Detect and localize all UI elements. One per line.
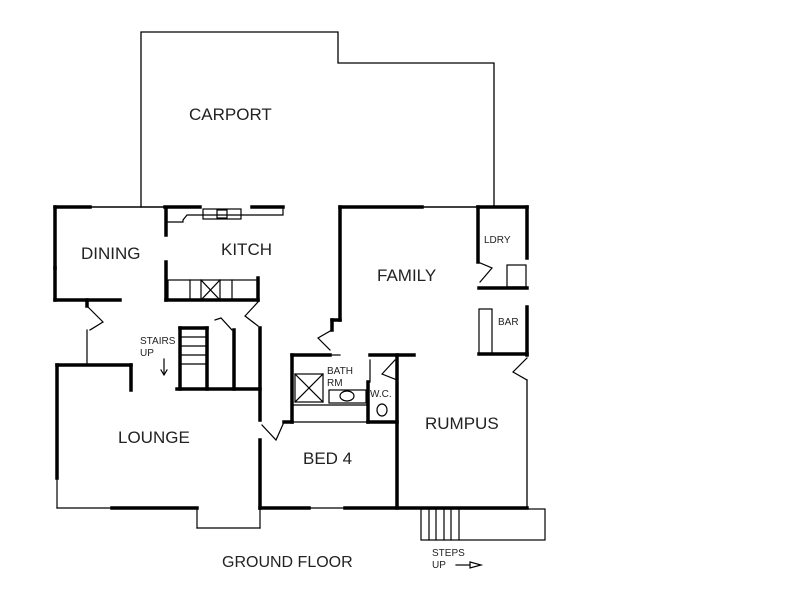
room-label-kitchen: KITCH	[221, 240, 272, 259]
room-label-rumpus: RUMPUS	[425, 414, 499, 433]
room-label-laundry: LDRY	[484, 235, 511, 246]
stairs-label-line1: STAIRS	[140, 336, 176, 347]
thin-lines	[54, 206, 546, 569]
room-label-family: FAMILY	[377, 266, 437, 285]
room-label-dining: DINING	[81, 244, 141, 263]
room-label-lounge: LOUNGE	[118, 428, 190, 447]
steps-label-line1: STEPS	[432, 548, 465, 559]
room-label-carport: CARPORT	[189, 105, 272, 124]
steps-label-line2: UP	[432, 560, 446, 571]
room-label-bath-line1: BATH	[327, 366, 353, 377]
room-label-bed4: BED 4	[303, 449, 353, 468]
carport-outline	[140, 31, 495, 208]
room-label-wc: W.C.	[370, 389, 392, 400]
room-label-bath-line2: RM	[327, 378, 343, 389]
stairs-label-line2: UP	[140, 348, 154, 359]
room-label-bar: BAR	[498, 317, 519, 328]
floor-title: GROUND FLOOR	[222, 554, 353, 571]
